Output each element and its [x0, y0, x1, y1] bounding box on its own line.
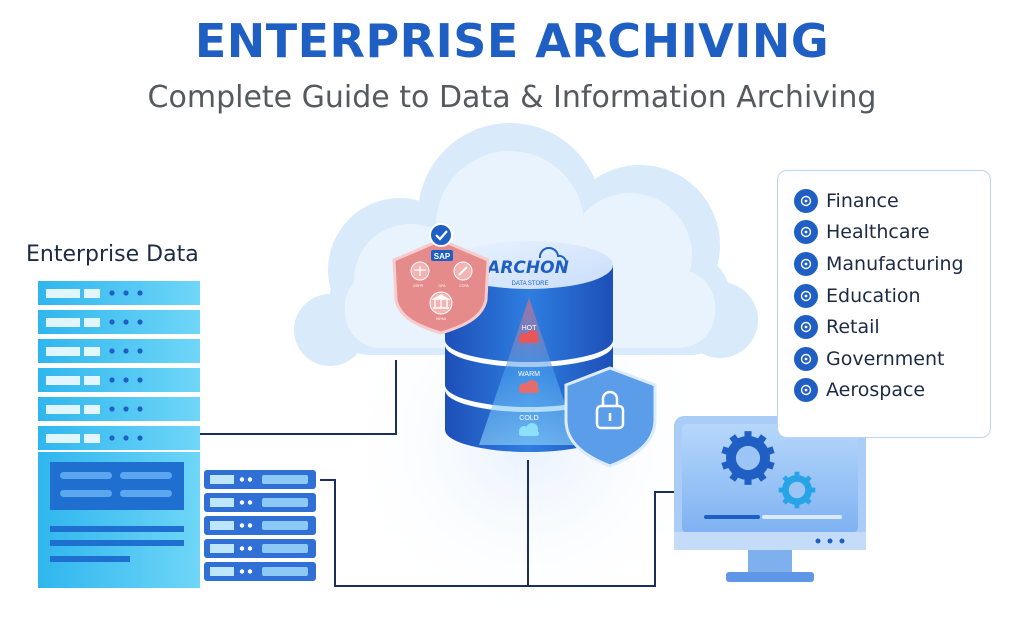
industry-item: Education — [794, 280, 990, 312]
tier-warm-label: WARM — [518, 371, 540, 378]
svg-text:SAP: SAP — [434, 252, 451, 261]
svg-text:DPA: DPA — [439, 284, 447, 288]
industry-item: Manufacturing — [794, 248, 990, 280]
tier-hot-label: HOT — [522, 325, 538, 332]
warm-cloud-icon — [519, 380, 539, 393]
industry-label: Retail — [826, 316, 880, 339]
industry-item: Government — [794, 343, 990, 375]
people-icon — [794, 346, 818, 371]
industry-label: Aerospace — [826, 379, 926, 402]
svg-text:CCPA: CCPA — [459, 284, 469, 288]
brand-logo-text: ARCHON — [485, 258, 569, 278]
tier-cold-label: COLD — [519, 415, 538, 422]
security-shield-icon — [564, 366, 657, 468]
industry-item: Retail — [794, 311, 990, 343]
compliance-shield-icon: SAP GDPR DPA CCPA HIPAA — [392, 223, 490, 335]
industry-label: Government — [826, 347, 945, 370]
page-title: ENTERPRISE ARCHIVING — [194, 14, 830, 68]
svg-text:HIPAA: HIPAA — [436, 317, 447, 321]
sap-logo — [431, 250, 453, 261]
industry-item: Healthcare — [794, 217, 990, 249]
connector-lines — [200, 360, 674, 587]
worker-icon — [794, 251, 818, 276]
svg-text:GDPR: GDPR — [413, 284, 424, 288]
cold-cloud-icon — [519, 423, 539, 436]
check-badge-icon — [429, 223, 453, 247]
page-subtitle: Complete Guide to Data & Information Arc… — [147, 80, 877, 115]
brand-sub-text: DATA STORE — [511, 281, 548, 287]
industry-label: Healthcare — [826, 221, 930, 244]
industry-label: Manufacturing — [826, 252, 964, 275]
medical-cross-icon — [794, 220, 818, 245]
industry-item: Finance — [794, 185, 990, 217]
industry-label: Finance — [826, 189, 899, 212]
storage-stack — [204, 470, 316, 581]
monitor-icon — [674, 416, 866, 582]
gears-icon — [721, 431, 816, 509]
industry-label: Education — [826, 284, 921, 307]
server-rack — [38, 281, 200, 588]
industry-item: Aerospace — [794, 375, 990, 407]
board-icon — [794, 283, 818, 308]
airplane-icon — [794, 378, 818, 403]
money-bag-icon — [794, 188, 818, 213]
hot-cloud-icon — [519, 330, 539, 343]
store-icon — [794, 315, 818, 340]
enterprise-data-label: Enterprise Data — [26, 242, 199, 267]
